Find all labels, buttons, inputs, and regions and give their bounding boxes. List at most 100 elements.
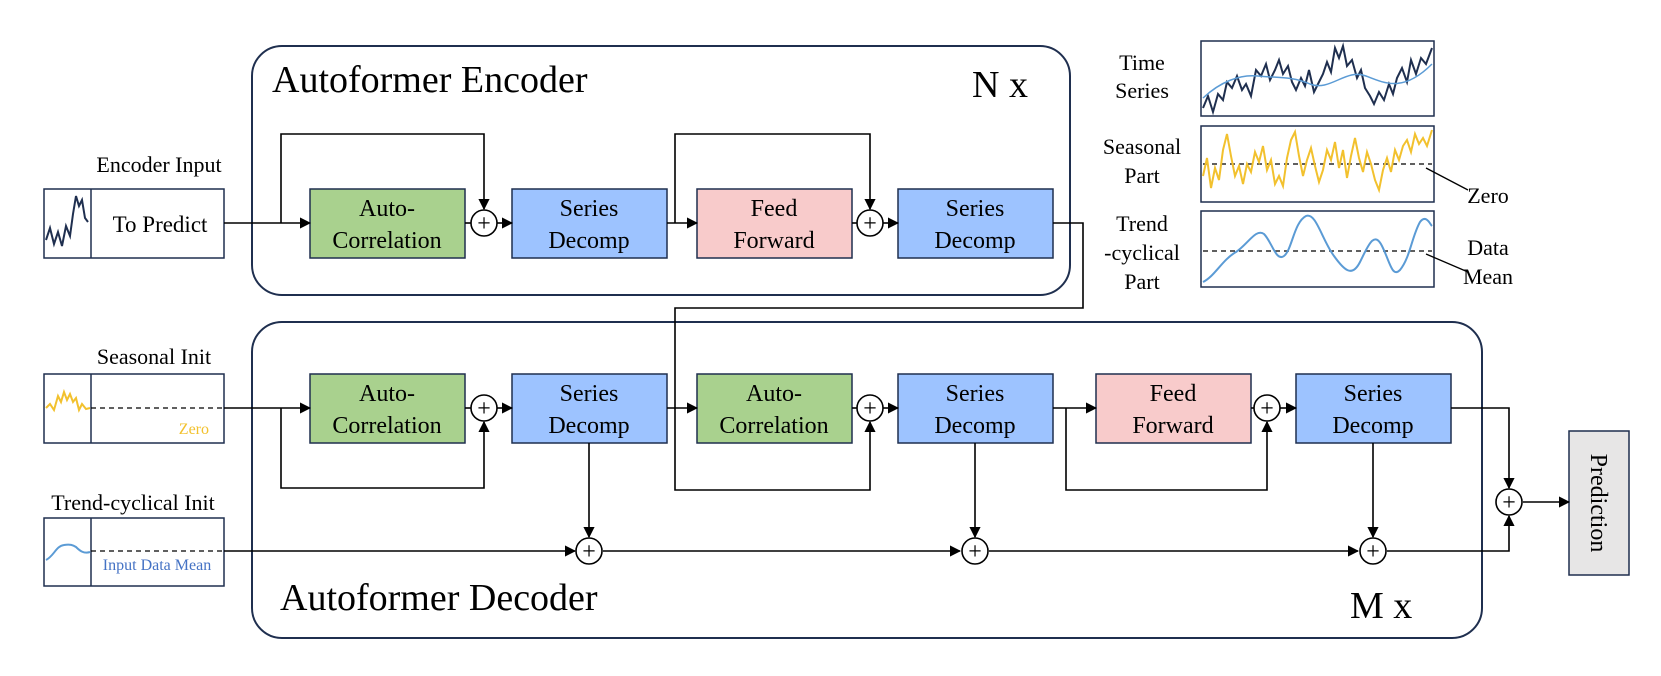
trend-add-node-3 xyxy=(1359,537,1387,565)
trend-add-node-2 xyxy=(961,537,989,565)
legend-time-series-box xyxy=(1200,40,1435,117)
legend-time-series-line2: Series xyxy=(1115,78,1169,103)
legend-time-series-trend-line xyxy=(1202,63,1433,99)
decoder-repeat-label: M x xyxy=(1350,585,1412,627)
decoder-autocorrelation-block-2: Auto- Correlation xyxy=(696,373,853,444)
decoder-container xyxy=(251,321,1483,639)
legend-mean-label-line2: Mean xyxy=(1463,264,1513,289)
legend-mean-label-line1: Data xyxy=(1467,235,1509,260)
decoder-trend-output-path xyxy=(1387,514,1515,552)
encoder-add-node-1-plus-icon: + xyxy=(477,211,491,237)
block-box xyxy=(696,188,853,259)
trend-init-mean-text: Input Data Mean xyxy=(103,557,211,574)
block-label-line2: Decomp xyxy=(548,413,629,439)
prediction-output: Prediction xyxy=(1568,430,1630,576)
decoder-residual-path-3 xyxy=(1065,408,1273,491)
legend-trend-box xyxy=(1200,210,1435,288)
block-label-line1: Series xyxy=(560,196,619,222)
decoder-residual-path-1 xyxy=(280,408,490,489)
decoder-add-node-2-plus-icon: + xyxy=(863,396,877,422)
block-label-line2: Decomp xyxy=(934,228,1015,254)
trend-init-panel: Trend-cyclical Init Input Data Mean xyxy=(43,490,225,587)
decoder-residual-path-2 xyxy=(674,408,876,491)
seasonal-init-panel: Seasonal Init Zero xyxy=(43,344,225,444)
encoder-feed-forward-block: Feed Forward xyxy=(696,188,853,259)
decoder-title: Autoformer Decoder xyxy=(280,577,598,619)
decoder-add-node-1 xyxy=(470,394,498,422)
encoder-repeat-label: N x xyxy=(972,64,1028,106)
legend-mean-pointer xyxy=(1425,253,1469,273)
legend-seasonal-box xyxy=(1200,125,1435,203)
block-label-line1: Auto- xyxy=(359,196,415,222)
block-label-line2: Decomp xyxy=(1332,413,1413,439)
trend-add-node-3-plus-icon: + xyxy=(1366,539,1380,565)
block-label-line2: Correlation xyxy=(332,228,441,254)
encoder-residual-path-1 xyxy=(280,133,490,223)
legend-trend-line3: Part xyxy=(1124,269,1159,294)
block-label-line1: Auto- xyxy=(746,381,802,407)
encoder-input-panel: Encoder Input To Predict xyxy=(43,152,225,259)
block-label-line2: Correlation xyxy=(719,413,828,439)
legend-seasonal-series-line xyxy=(1202,128,1433,194)
legend-trend-part: Trend -cyclical Part Data Mean xyxy=(1104,210,1513,294)
decoder-connectors xyxy=(224,402,1571,557)
encoder-output-to-decoder-path xyxy=(674,222,1084,408)
legend-time-series-raw-line xyxy=(1202,42,1433,116)
encoder-series-decomp-block-1: Series Decomp xyxy=(511,188,668,259)
seasonal-init-zero-text: Zero xyxy=(179,421,209,438)
legend-zero-label: Zero xyxy=(1467,183,1509,208)
encoder-autocorrelation-block: Auto- Correlation xyxy=(309,188,466,259)
encoder-residual-path-2 xyxy=(674,133,876,223)
decoder-add-node-2 xyxy=(856,394,884,422)
final-add-node xyxy=(1495,488,1523,516)
encoder-title: Autoformer Encoder xyxy=(272,59,588,101)
encoder-connectors xyxy=(224,133,1084,408)
decoder-feed-forward-block: Feed Forward xyxy=(1095,373,1252,444)
trend-init-label: Trend-cyclical Init xyxy=(51,490,215,515)
block-box xyxy=(897,188,1054,259)
trend-init-box xyxy=(43,517,225,587)
trend-init-series-icon xyxy=(45,543,91,561)
legend-trend-line2: -cyclical xyxy=(1104,240,1180,265)
block-label-line2: Forward xyxy=(1132,413,1213,439)
decoder-series-decomp-block-1: Series Decomp xyxy=(511,373,668,444)
prediction-label: Prediction xyxy=(1585,454,1611,553)
legend-seasonal-line1: Seasonal xyxy=(1103,134,1181,159)
prediction-box xyxy=(1568,430,1630,576)
encoder-input-series-icon xyxy=(45,195,89,248)
block-label-line2: Correlation xyxy=(332,413,441,439)
legend-time-series: Time Series xyxy=(1115,40,1435,117)
block-label-line2: Decomp xyxy=(934,413,1015,439)
block-label-line1: Series xyxy=(1344,381,1403,407)
encoder-input-box xyxy=(43,188,225,259)
block-label-line1: Feed xyxy=(751,196,798,222)
block-box xyxy=(309,188,466,259)
block-box xyxy=(696,373,853,444)
trend-add-node-1 xyxy=(575,537,603,565)
decoder-autocorrelation-block-1: Auto- Correlation xyxy=(309,373,466,444)
trend-add-node-1-plus-icon: + xyxy=(582,539,596,565)
decoder-add-node-3-plus-icon: + xyxy=(1260,396,1274,422)
decoder-series-decomp-block-3: Series Decomp xyxy=(1295,373,1452,444)
encoder-input-text: To Predict xyxy=(113,212,208,237)
encoder-series-decomp-block-2: Series Decomp xyxy=(897,188,1054,259)
legend-trend-series-line xyxy=(1202,214,1433,283)
decoder-add-node-3 xyxy=(1253,394,1281,422)
block-label-line1: Auto- xyxy=(359,381,415,407)
block-label-line1: Series xyxy=(560,381,619,407)
encoder-add-node-1 xyxy=(470,209,498,237)
block-box xyxy=(511,373,668,444)
block-label-line1: Feed xyxy=(1150,381,1197,407)
block-label-line1: Series xyxy=(946,196,1005,222)
encoder-input-label: Encoder Input xyxy=(96,152,221,177)
decoder-add-node-1-plus-icon: + xyxy=(477,396,491,422)
seasonal-init-series-icon xyxy=(45,388,91,413)
legend-seasonal-part: Seasonal Part Zero xyxy=(1103,125,1509,208)
encoder-container xyxy=(251,45,1071,296)
encoder-add-node-2 xyxy=(856,209,884,237)
legend-seasonal-line2: Part xyxy=(1124,163,1159,188)
encoder-add-node-2-plus-icon: + xyxy=(863,211,877,237)
trend-add-node-2-plus-icon: + xyxy=(968,539,982,565)
block-label-line2: Forward xyxy=(733,228,814,254)
